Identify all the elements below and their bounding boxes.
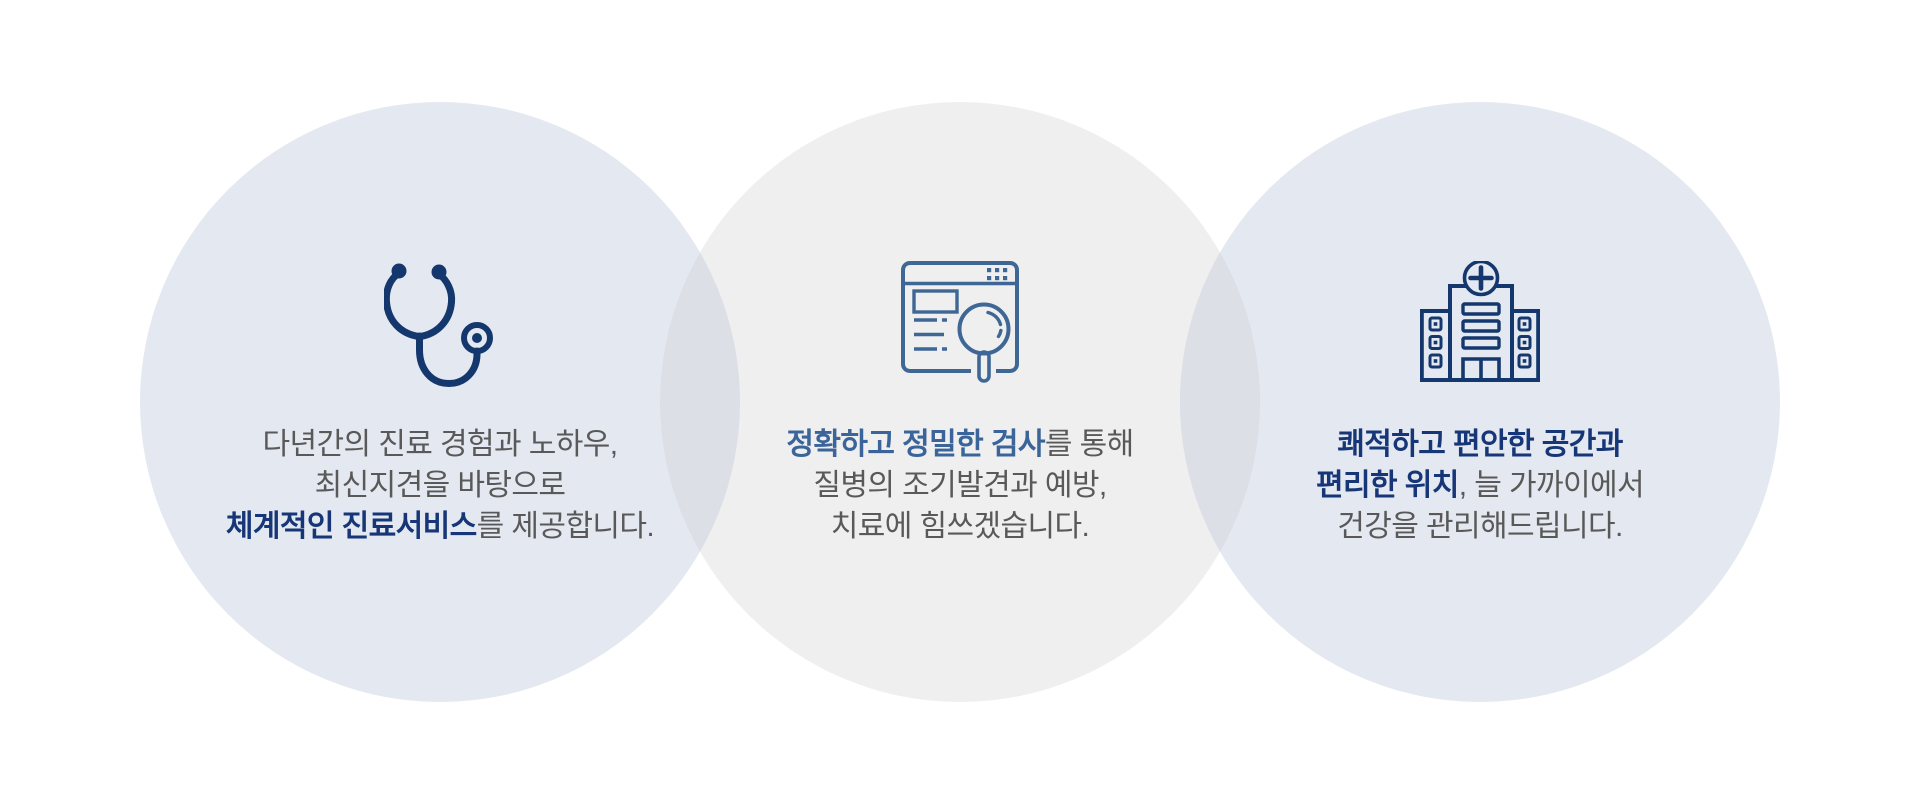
browser-search-icon — [660, 261, 1260, 385]
caption-text: 다년간의 진료 경험과 노하우, — [262, 428, 619, 461]
feature-caption: 다년간의 진료 경험과 노하우, 최신지견을 바탕으로 체계적인 진료서비스를 … — [140, 424, 740, 547]
caption-highlight: 정확하고 정밀한 검사 — [786, 428, 1045, 461]
feature-circle-3 — [1180, 102, 1780, 702]
caption-highlight: 쾌적하고 편안한 공간과 — [1337, 428, 1623, 461]
caption-text: 를 제공합니다. — [476, 510, 655, 543]
caption-text: 질병의 조기발견과 예방, — [813, 469, 1107, 502]
caption-highlight: 편리한 위치 — [1316, 469, 1459, 502]
feature-caption: 쾌적하고 편안한 공간과 편리한 위치, 늘 가까이에서 건강을 관리해드립니다… — [1180, 424, 1780, 547]
feature-card-comfortable-space: 쾌적하고 편안한 공간과 편리한 위치, 늘 가까이에서 건강을 관리해드립니다… — [1180, 102, 1780, 702]
feature-circle-2 — [660, 102, 1260, 702]
stethoscope-icon — [140, 261, 740, 387]
feature-caption: 정확하고 정밀한 검사를 통해 질병의 조기발견과 예방, 치료에 힘쓰겠습니다… — [660, 424, 1260, 547]
hospital-building-icon — [1180, 261, 1780, 383]
caption-text: 치료에 힘쓰겠습니다. — [830, 510, 1090, 543]
caption-highlight: 체계적인 진료서비스 — [225, 510, 477, 543]
caption-text: 를 통해 — [1044, 428, 1134, 461]
feature-card-medical-experience: 다년간의 진료 경험과 노하우, 최신지견을 바탕으로 체계적인 진료서비스를 … — [140, 102, 740, 702]
caption-text: , 늘 가까이에서 — [1458, 469, 1645, 502]
caption-text: 건강을 관리해드립니다. — [1337, 510, 1623, 543]
caption-text: 최신지견을 바탕으로 — [314, 469, 566, 502]
feature-card-precise-examination: 정확하고 정밀한 검사를 통해 질병의 조기발견과 예방, 치료에 힘쓰겠습니다… — [660, 102, 1260, 702]
feature-circle-1 — [140, 102, 740, 702]
